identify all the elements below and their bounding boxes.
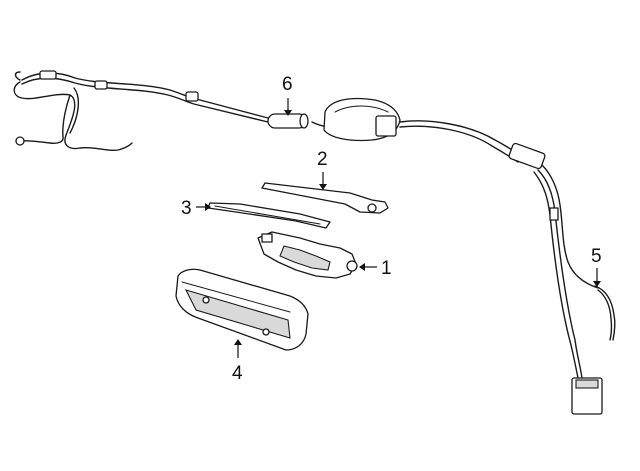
harness-clip [549,207,559,221]
part-6-connector [267,113,309,129]
harness-clip [94,80,108,90]
callout-leaders [196,98,601,358]
harness-clip [185,91,199,102]
harness-connector [375,115,397,137]
part-2-wiper-arm [261,182,389,214]
harness-clip [39,70,57,80]
ground-terminal [15,136,25,146]
wiring-harness-right [311,97,603,415]
harness-sleeve [508,142,546,170]
callout-6: 6 [282,74,293,95]
callout-2: 2 [317,149,328,170]
part-1-wiper-motor [257,231,358,279]
callout-5: 5 [591,246,602,267]
callout-1: 1 [381,258,392,279]
part-3-wiper-blade [207,202,331,229]
wiring-harness-left [13,70,269,152]
callout-3: 3 [181,198,192,219]
part-4-module [175,268,309,351]
part-5-hose [594,285,616,341]
callout-4: 4 [232,363,243,384]
